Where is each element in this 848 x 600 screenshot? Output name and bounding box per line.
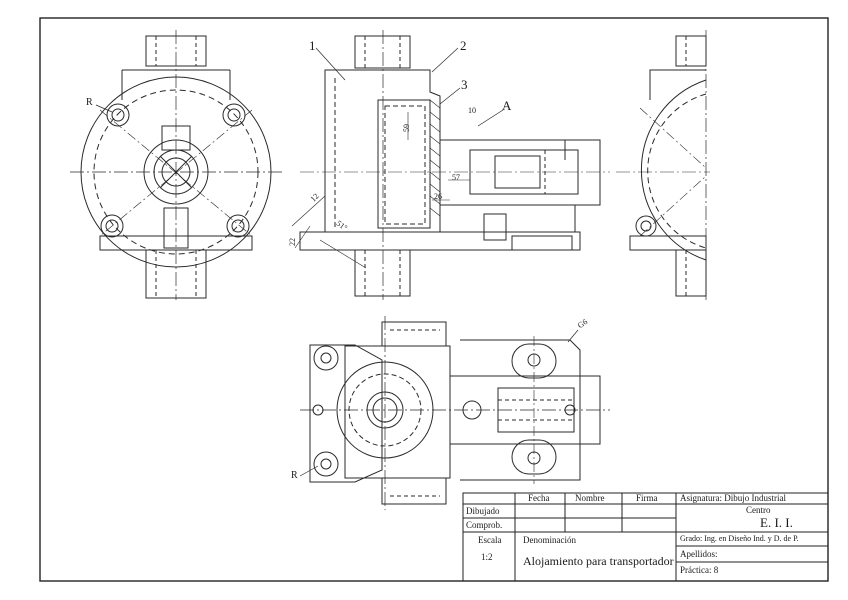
title-block <box>462 492 829 582</box>
title-block-fecha-header: Fecha <box>528 493 550 503</box>
title-block-dibujado: Dibujado <box>466 506 500 516</box>
title-block-asignatura: Asignatura: Dibujo Industrial <box>680 493 786 503</box>
title-block-nombre-header: Nombre <box>575 493 605 503</box>
title-block-grado: Grado: Ing. en Diseño Ind. y D. de P. <box>680 534 799 543</box>
dimension-26: 26 <box>434 192 442 201</box>
section-view <box>291 30 610 300</box>
title-block-denominacion-label: Denominación <box>523 535 576 545</box>
title-block-practica: Práctica: 8 <box>680 565 719 575</box>
title-block-denominacion-value: Alojamiento para transportador <box>523 554 674 568</box>
dimension-57: 57 <box>452 173 460 182</box>
part-number-2: 2 <box>460 38 467 53</box>
dimension-59: 59 <box>402 124 411 132</box>
dimension-10: 10 <box>468 106 476 115</box>
detail-label-a: A <box>502 98 512 113</box>
radius-label-front: R <box>86 97 93 108</box>
part-number-3: 3 <box>461 77 468 92</box>
title-block-centro-label: Centro <box>746 505 771 515</box>
title-block-comprob: Comprob. <box>466 520 503 530</box>
side-view <box>616 30 710 300</box>
plan-view <box>299 316 610 510</box>
drawing-border <box>39 17 829 582</box>
part-number-1: 1 <box>309 38 316 53</box>
radius-label-plan: R <box>291 470 298 481</box>
title-block-firma-header: Firma <box>636 493 658 503</box>
title-block-centro-value: E. I. I. <box>760 515 793 530</box>
front-view <box>70 30 282 300</box>
dimension-22: 22 <box>288 238 297 246</box>
title-block-apellidos: Apellidos: <box>680 549 718 559</box>
title-block-escala-label: Escala <box>478 535 502 545</box>
title-block-escala-value: 1:2 <box>481 552 493 562</box>
